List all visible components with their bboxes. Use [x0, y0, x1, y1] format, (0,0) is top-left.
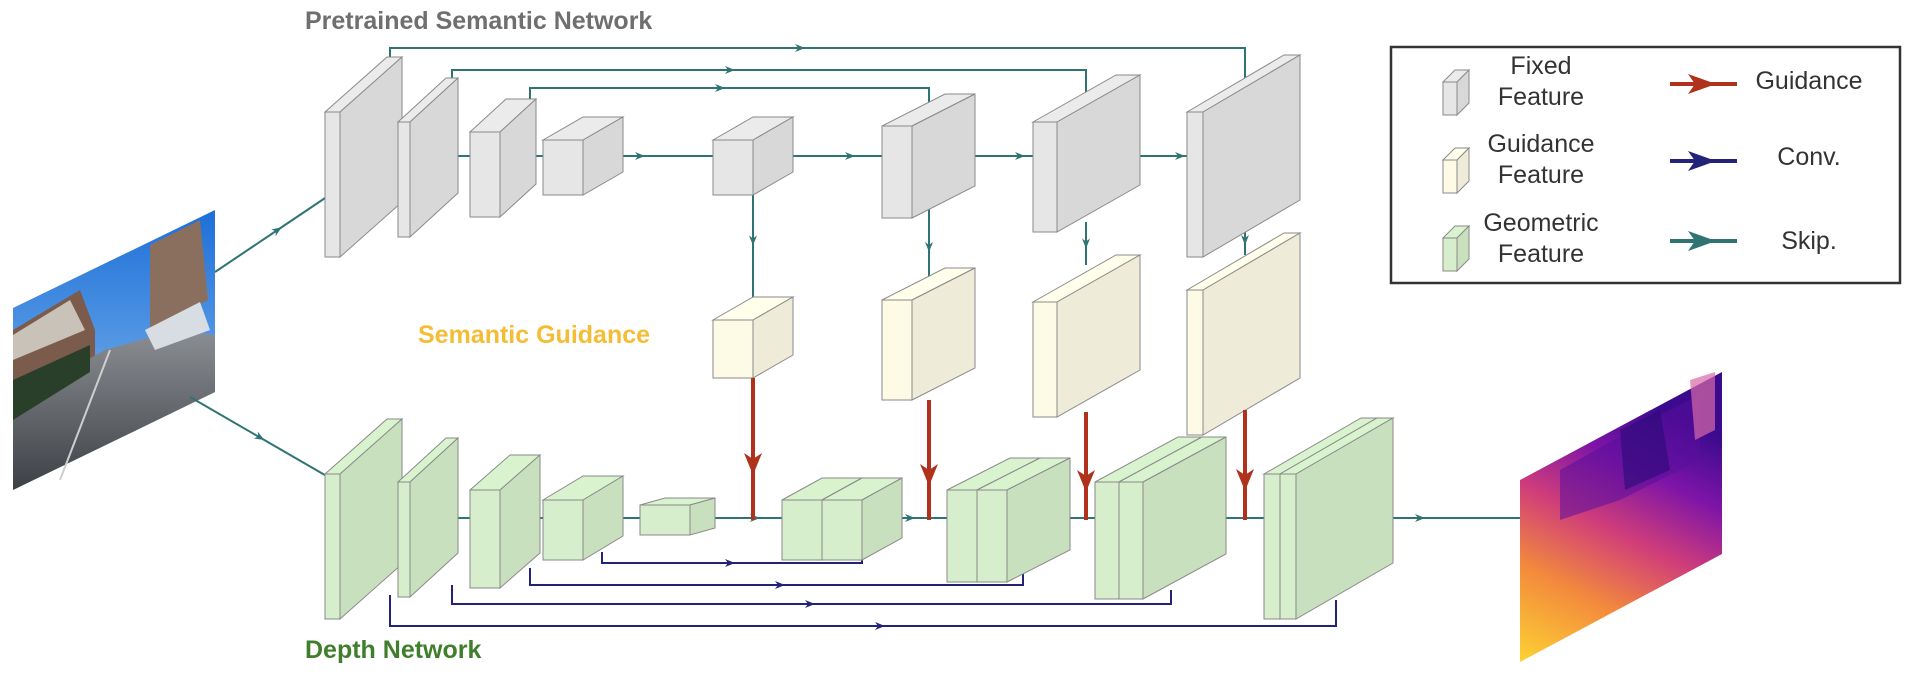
semantic-bottleneck-block — [711, 116, 795, 196]
legend-skip-arrowhead — [1688, 231, 1716, 251]
depth-decoder-block-4b — [1278, 417, 1395, 620]
input-road-image-icon — [13, 210, 215, 490]
depth-network-title: Depth Network — [305, 636, 482, 664]
depth-conv-loop-4 — [389, 595, 1337, 627]
legend-geometric-label-2: Feature — [1498, 240, 1584, 268]
guidance-block-1 — [711, 296, 795, 379]
depth-bottleneck-block — [639, 497, 716, 536]
semantic-skip-loop-middle — [451, 69, 1087, 95]
legend-conv-label: Conv. — [1777, 143, 1840, 171]
input-to-semantic-line — [214, 187, 341, 273]
depth-decoder-block-2b — [976, 457, 1071, 583]
semantic-encoder-block-2 — [396, 76, 460, 239]
guidance-arrows — [744, 378, 1254, 520]
legend-guidance-arrowhead — [1688, 74, 1716, 94]
semantic-skip-loop-inner — [529, 87, 930, 110]
semantic-decoder-block-3 — [1185, 54, 1302, 258]
depth-encoder-block-2 — [396, 436, 460, 599]
semantic-encoder-block-1 — [323, 55, 404, 259]
semantic-network-title: Pretrained Semantic Network — [305, 7, 652, 35]
depth-encoder-block-1 — [323, 417, 404, 621]
legend-fixed-label-2: Feature — [1498, 83, 1584, 111]
guidance-block-3 — [1031, 254, 1142, 418]
legend-guidance-feature-icon — [1441, 146, 1471, 195]
semantic-encoder-block-3 — [468, 97, 538, 219]
depth-encoder-block-3 — [468, 453, 542, 590]
legend-conv-arrowhead — [1688, 151, 1716, 171]
depth-encoder-block-4 — [541, 475, 625, 561]
legend-geometric-feature-icon — [1441, 224, 1471, 273]
legend-geometric-label-1: Geometric — [1483, 209, 1598, 237]
legend-fixed-feature-icon — [1441, 68, 1471, 117]
legend-guidance-label: Guidance — [1755, 67, 1862, 95]
legend: Fixed Feature Guidance Feature Geometric… — [1389, 45, 1902, 285]
legend-skip-label: Skip. — [1781, 227, 1837, 255]
depth-map-output-icon — [1520, 372, 1722, 662]
legend-guidance-feature-label-2: Feature — [1498, 161, 1584, 189]
input-to-depth-line — [189, 396, 331, 479]
legend-box — [1389, 45, 1902, 285]
depth-decoder-block-3b — [1118, 436, 1227, 600]
legend-guidance-feature-label-1: Guidance — [1487, 130, 1594, 158]
semantic-encoder-block-4 — [541, 116, 625, 196]
semantic-guidance-title: Semantic Guidance — [418, 321, 650, 349]
semantic-decoder-block-2 — [1031, 74, 1142, 233]
depth-decoder-block-1b — [821, 477, 903, 561]
feature-blocks — [323, 54, 1395, 621]
depth-conv-loop-3 — [451, 585, 1172, 605]
semantic-decoder-block-1 — [881, 93, 976, 219]
legend-fixed-label-1: Fixed — [1510, 52, 1571, 80]
guidance-block-4 — [1185, 232, 1302, 436]
guidance-block-2 — [881, 267, 976, 401]
